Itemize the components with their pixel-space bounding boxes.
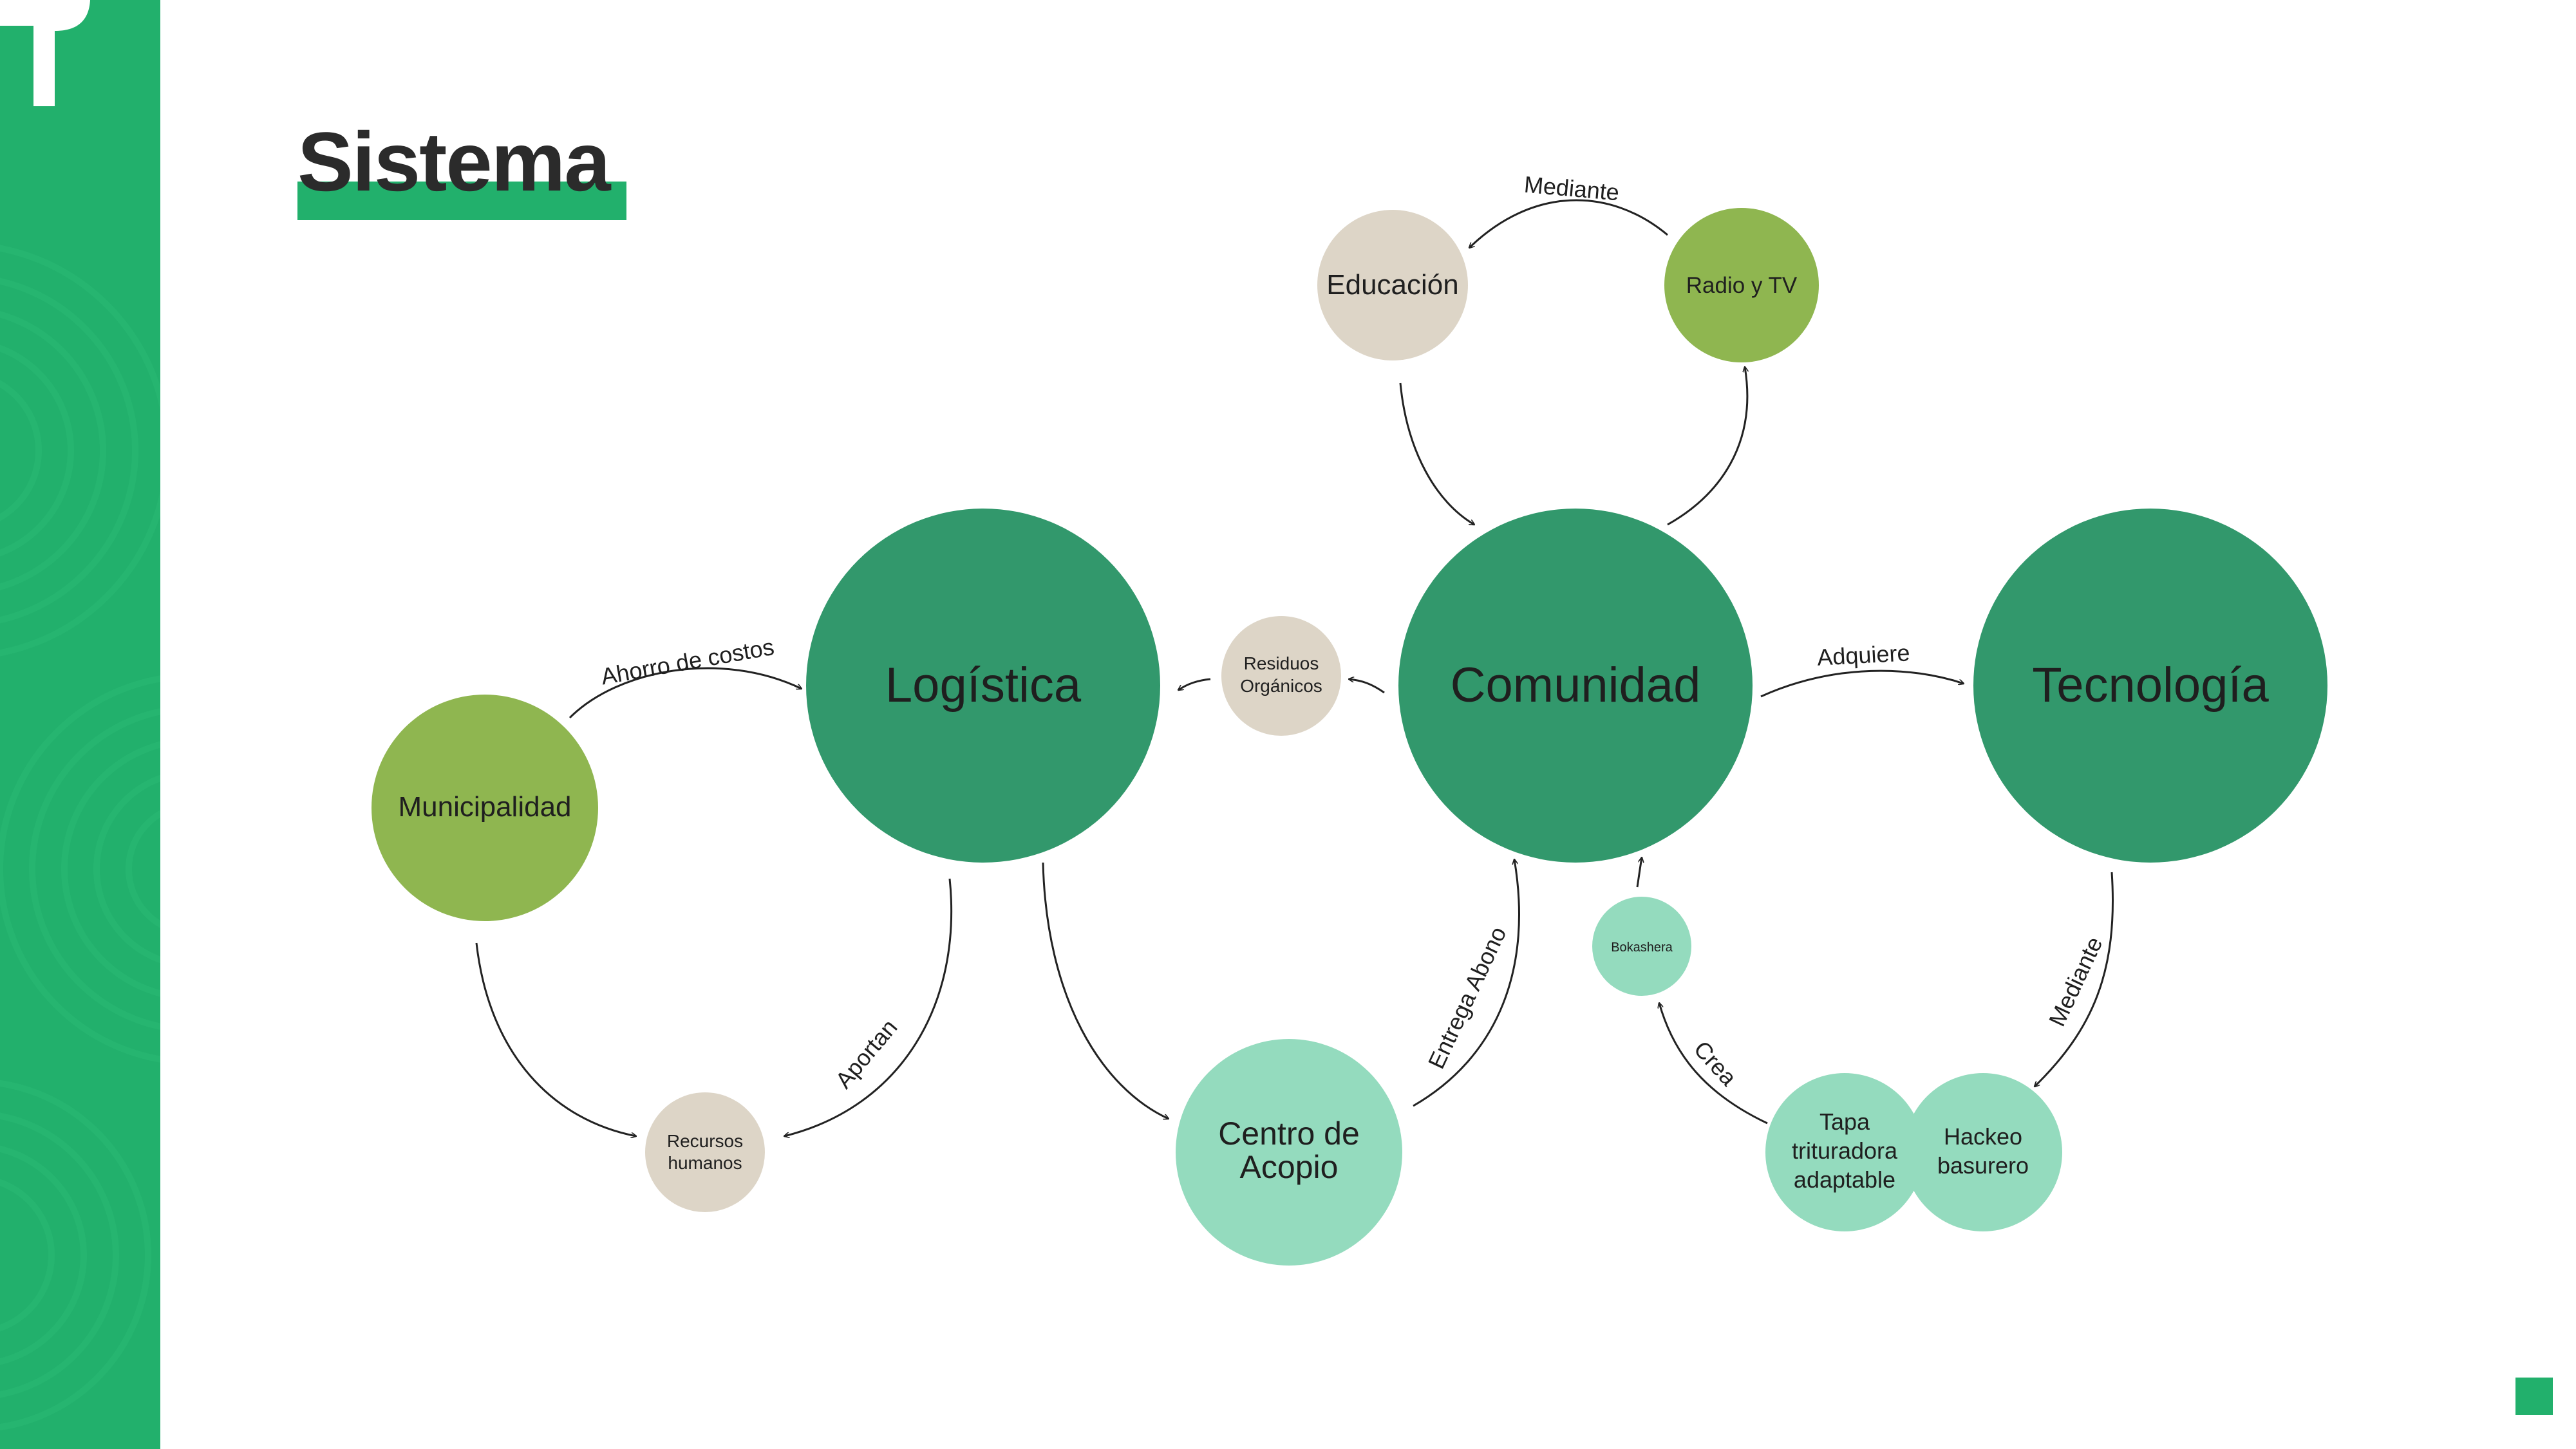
edge-radio-to-educacion: [1469, 199, 1668, 248]
node-centro-acopio[interactable]: [1176, 1039, 1402, 1266]
edge-residuos-to-logistica: [1178, 678, 1211, 690]
node-hackeo[interactable]: [1904, 1073, 2062, 1231]
edge-comunidad-to-radio: [1667, 367, 1747, 526]
node-label-residuos-2: Orgánicos: [1240, 676, 1322, 696]
nodes: [371, 208, 2327, 1266]
title-underline-bar: [297, 182, 626, 220]
node-label-tapa-2: trituradora: [1792, 1137, 1898, 1164]
page-title: Sistema: [297, 115, 611, 209]
node-tecnologia[interactable]: [1973, 509, 2327, 863]
edge-tecnologia-to-hackeo: [2035, 872, 2114, 1087]
edge-label-mediante-top: Mediante: [1523, 171, 1621, 206]
edge-label-ahorro: Ahorro de costos: [599, 633, 776, 690]
edge-tapa-to-bokashera: [1659, 1003, 1768, 1125]
edge-centro-to-comunidad: [1413, 859, 1520, 1107]
node-label-recursos-2: humanos: [668, 1153, 742, 1173]
node-label-tapa-1: Tapa: [1819, 1108, 1870, 1135]
node-label-residuos-1: Residuos: [1244, 653, 1319, 673]
node-label-centro-2: Acopio: [1240, 1149, 1339, 1185]
edge-municipalidad-to-logistica: [569, 667, 802, 719]
sidebar: [0, 0, 160, 1449]
node-label-municipalidad: Municipalidad: [398, 791, 571, 823]
edge-comunidad-to-tecnologia: [1760, 669, 1964, 698]
node-label-tapa-3: adaptable: [1794, 1166, 1895, 1193]
sidebar-pattern: [0, 245, 160, 1430]
edge-label-crea: Crea: [1689, 1036, 1742, 1091]
node-municipalidad[interactable]: [371, 695, 598, 921]
edge-municipalidad-to-recursos: [475, 942, 636, 1136]
node-recursos[interactable]: [645, 1092, 765, 1212]
node-label-comunidad: Comunidad: [1451, 658, 1701, 713]
edge-logistica-to-centro: [1042, 862, 1169, 1119]
node-label-recursos-1: Recursos: [667, 1131, 743, 1151]
edge-label-adquiere: Adquiere: [1816, 639, 1910, 670]
node-label-hackeo-1: Hackeo: [1944, 1123, 2022, 1150]
edge-label-mediante-right: Mediante: [2044, 933, 2108, 1031]
edge-label-aportan: Aportan: [830, 1014, 902, 1093]
node-educacion[interactable]: [1317, 210, 1468, 360]
node-label-hackeo-2: basurero: [1937, 1152, 2029, 1179]
edge-logistica-to-recursos: [784, 878, 953, 1136]
node-label-tecnologia: Tecnología: [2032, 658, 2269, 713]
corner-square: [2515, 1378, 2553, 1415]
edge-label-entrega-abono: Entrega Abono: [1423, 922, 1512, 1072]
brand-logo-icon: [0, 0, 90, 106]
edge-comunidad-to-residuos: [1349, 679, 1385, 694]
node-logistica[interactable]: [806, 509, 1160, 863]
node-residuos[interactable]: [1221, 616, 1341, 736]
edges: [475, 199, 2114, 1136]
node-tapa[interactable]: [1765, 1073, 1924, 1231]
node-labels: Logística Comunidad Tecnología Municipal…: [398, 269, 2269, 1193]
node-bokashera[interactable]: [1592, 897, 1691, 996]
node-comunidad[interactable]: [1398, 509, 1753, 863]
node-label-radio-tv: Radio y TV: [1686, 273, 1798, 298]
node-label-educacion: Educación: [1326, 269, 1458, 301]
page-title-block: Sistema: [297, 115, 626, 220]
node-radio-tv[interactable]: [1664, 208, 1819, 362]
node-label-logistica: Logística: [885, 658, 1082, 713]
node-label-bokashera: Bokashera: [1611, 940, 1673, 955]
edge-bokashera-to-comunidad: [1636, 857, 1642, 888]
edge-educacion-to-comunidad: [1399, 382, 1474, 525]
node-label-centro-1: Centro de: [1218, 1116, 1360, 1152]
